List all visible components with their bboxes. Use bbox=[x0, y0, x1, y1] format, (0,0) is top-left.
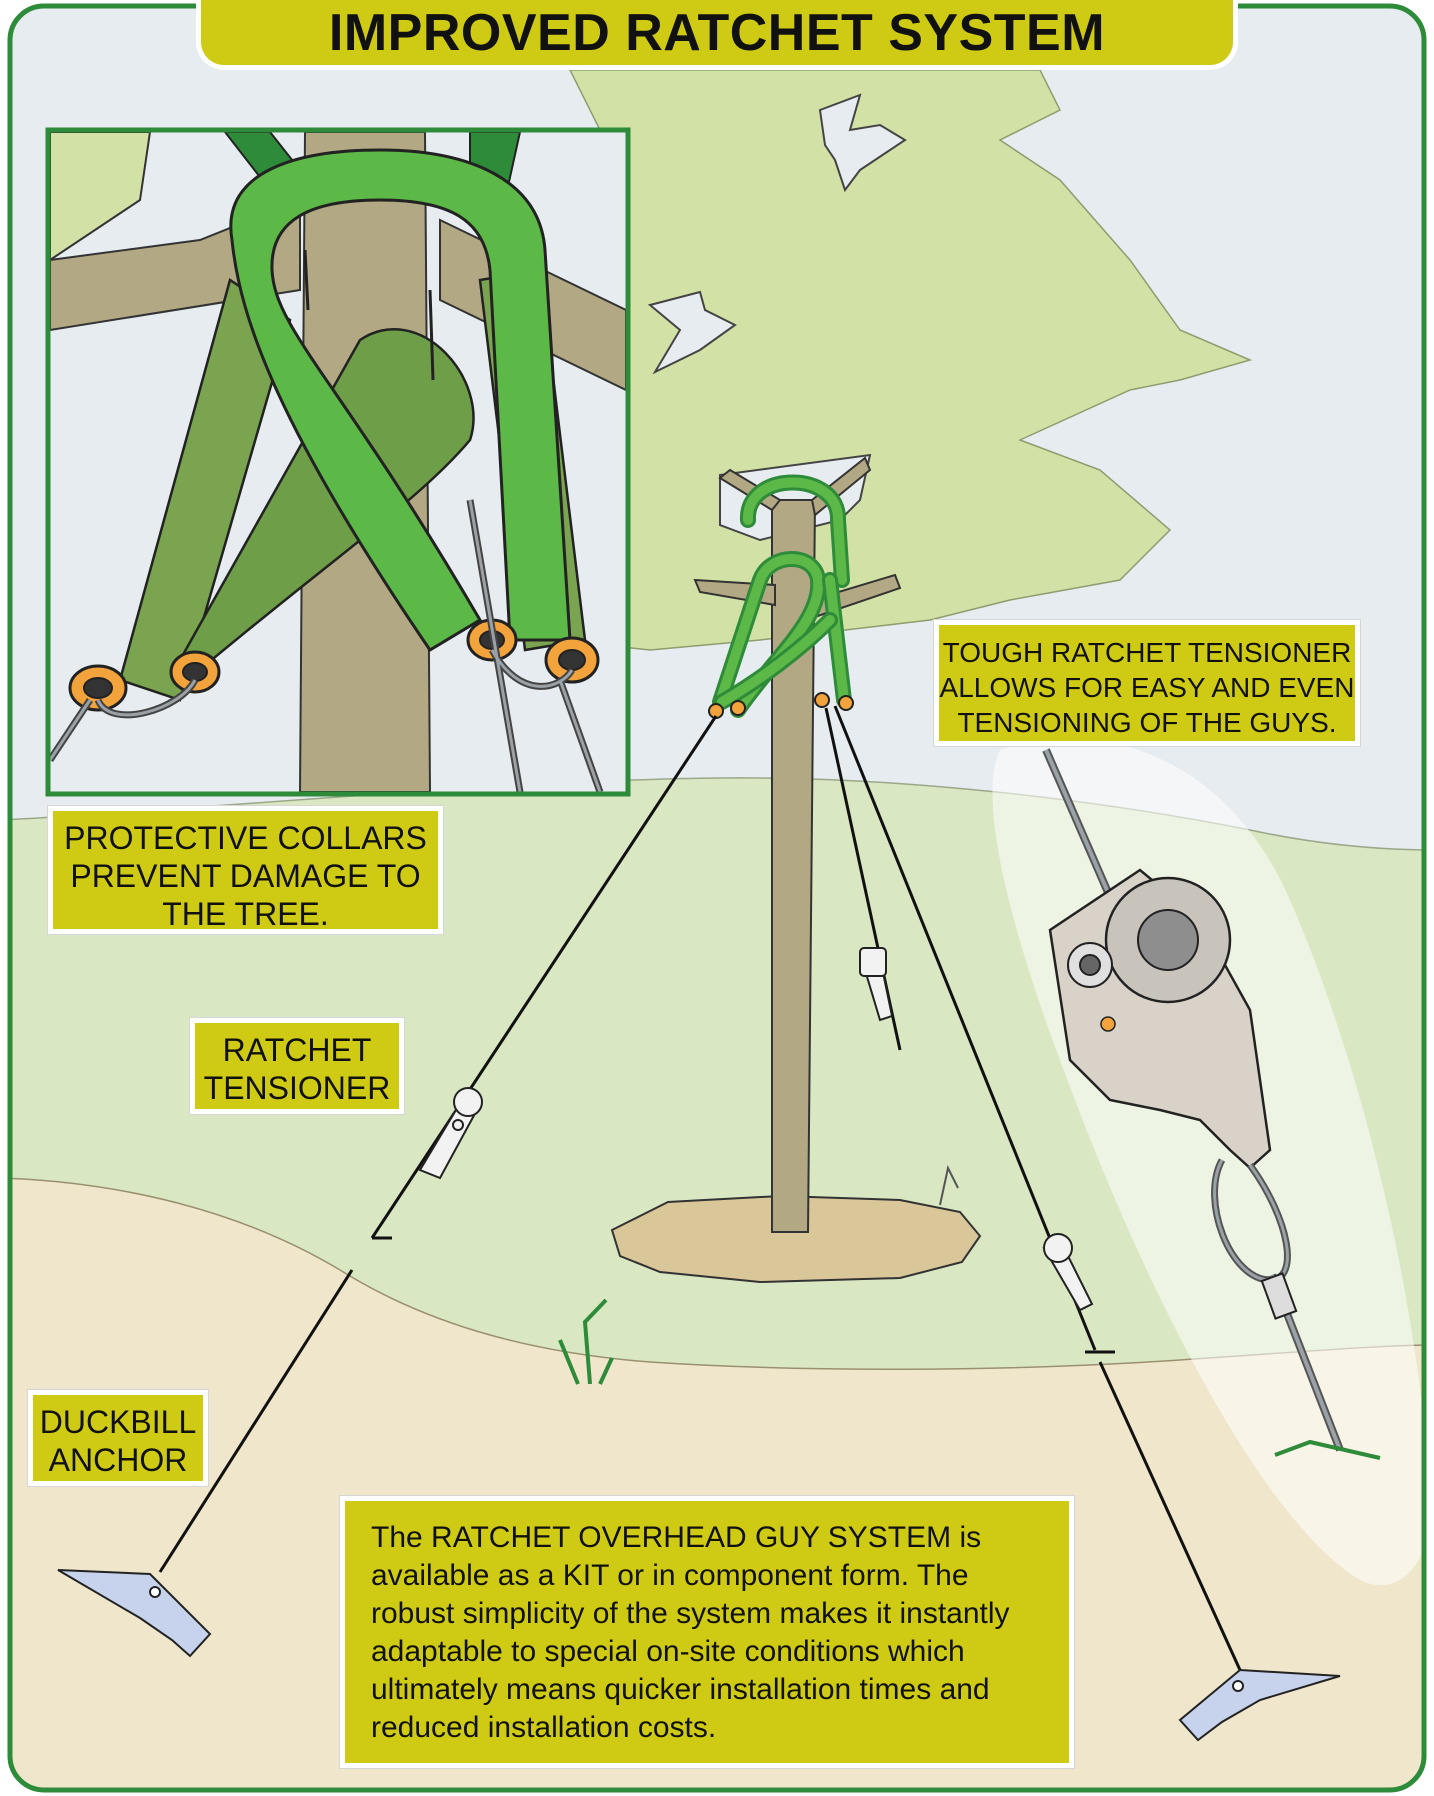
description-box: The RATCHET OVERHEAD GUY SYSTEM is avail… bbox=[340, 1496, 1074, 1768]
description-line: The RATCHET OVERHEAD GUY SYSTEM is bbox=[371, 1519, 1069, 1557]
callout-tough-ratchet: TOUGH RATCHET TENSIONER ALLOWS FOR EASY … bbox=[934, 620, 1360, 746]
callout-ratchet-tensioner: RATCHET TENSIONER bbox=[190, 1018, 404, 1114]
description-line: ultimately means quicker installation ti… bbox=[371, 1671, 1069, 1709]
callout-line: TOUGH RATCHET TENSIONER bbox=[939, 635, 1355, 670]
callout-line: ALLOWS FOR EASY AND EVEN bbox=[939, 670, 1355, 705]
callout-line: THE TREE. bbox=[53, 895, 438, 933]
description-line: available as a KIT or in component form.… bbox=[371, 1557, 1069, 1595]
inset-detail bbox=[50, 132, 626, 792]
page-title: IMPROVED RATCHET SYSTEM bbox=[329, 3, 1105, 63]
callout-protective-collars: PROTECTIVE COLLARS PREVENT DAMAGE TO THE… bbox=[48, 806, 443, 934]
callout-line: PROTECTIVE COLLARS bbox=[53, 819, 438, 857]
callout-line: TENSIONER bbox=[195, 1069, 399, 1107]
title-banner: IMPROVED RATCHET SYSTEM bbox=[196, 0, 1238, 70]
description-line: adaptable to special on-site conditions … bbox=[371, 1633, 1069, 1671]
callout-line: TENSIONING OF THE GUYS. bbox=[939, 705, 1355, 740]
callout-duckbill-anchor: DUCKBILL ANCHOR bbox=[28, 1390, 208, 1486]
callout-line: RATCHET bbox=[195, 1031, 399, 1069]
callout-line: ANCHOR bbox=[33, 1441, 203, 1479]
callout-line: PREVENT DAMAGE TO bbox=[53, 857, 438, 895]
callout-line: DUCKBILL bbox=[33, 1403, 203, 1441]
description-line: reduced installation costs. bbox=[371, 1709, 1069, 1747]
description-line: robust simplicity of the system makes it… bbox=[371, 1595, 1069, 1633]
